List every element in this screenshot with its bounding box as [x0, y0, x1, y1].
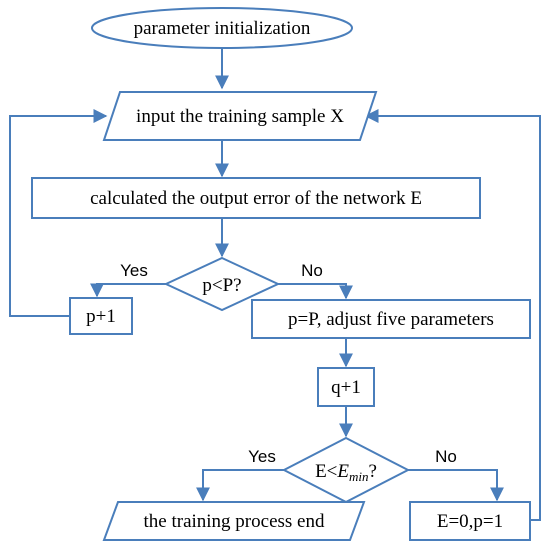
start-node: parameter initialization: [91, 7, 353, 49]
edge-p-inc-to-input: [9, 109, 108, 317]
calc-label: calculated the output error of the netwo…: [90, 188, 422, 209]
decision-p-node: p<P?: [163, 256, 281, 312]
start-ellipse: [91, 7, 353, 49]
calc-node: calculated the output error of the netwo…: [31, 177, 481, 219]
q-inc-rect: [317, 367, 375, 407]
adjust-node: p=P, adjust five parameters: [251, 299, 531, 339]
calc-rect: [31, 177, 481, 219]
decision-e-node: E<Emin?: [281, 436, 411, 504]
edge-reset-to-input: [364, 109, 541, 521]
reset-rect: [409, 501, 531, 541]
edge-decision-p-yes: [90, 283, 166, 298]
decision-p-no-label: No: [301, 261, 323, 280]
decision-e-yes-label: Yes: [248, 447, 276, 466]
input-node: input the training sample X: [102, 91, 378, 141]
decision-p-label: p<P?: [202, 275, 241, 296]
decision-p-diamond: [163, 256, 281, 312]
decision-e-no-label: No: [435, 447, 457, 466]
reset-label: E=0,p=1: [437, 511, 503, 532]
p-inc-label: p+1: [86, 306, 116, 327]
edge-decision-p-no: [278, 283, 353, 300]
q-inc-label: q+1: [331, 377, 361, 398]
end-label: the training process end: [144, 511, 325, 532]
p-inc-node: p+1: [69, 297, 133, 335]
start-label: parameter initialization: [134, 18, 311, 39]
adjust-rect: [251, 299, 531, 339]
end-node: the training process end: [102, 501, 366, 541]
input-label: input the training sample X: [136, 106, 344, 127]
adjust-label: p=P, adjust five parameters: [288, 309, 494, 330]
decision-e-label: E<Emin?: [315, 461, 377, 484]
edges: [9, 48, 541, 521]
end-parallelogram: [102, 501, 366, 541]
q-inc-node: q+1: [317, 367, 375, 407]
input-parallelogram: [102, 91, 378, 141]
edge-decision-e-yes: [196, 469, 284, 502]
reset-node: E=0,p=1: [409, 501, 531, 541]
p-inc-rect: [69, 297, 133, 335]
decision-p-yes-label: Yes: [120, 261, 148, 280]
edge-decision-e-no: [408, 469, 504, 502]
